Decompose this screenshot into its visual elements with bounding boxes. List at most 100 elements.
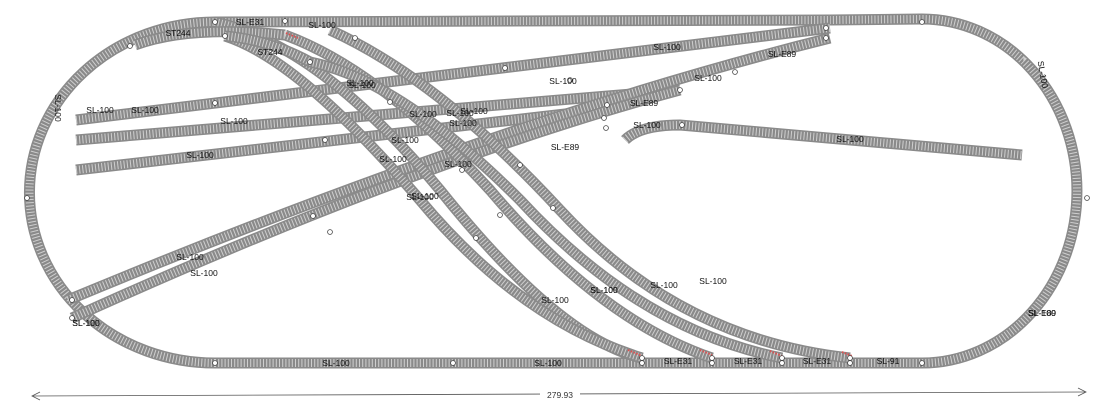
piece-label: SL-100 <box>348 80 376 90</box>
piece-label: SL-100 <box>308 20 336 30</box>
rail-joiner <box>222 33 228 39</box>
turnout-frogs <box>285 32 853 357</box>
piece-label: SL-100 <box>534 358 562 368</box>
rail-joiner <box>847 360 853 366</box>
turnout-frog <box>627 349 643 357</box>
piece-label: SL-100 <box>836 134 864 144</box>
piece-label: SL-100 <box>72 318 100 328</box>
piece-label: SL-E89 <box>768 49 797 59</box>
piece-label: SL-100 <box>131 105 159 115</box>
rail-joiner <box>677 87 683 93</box>
piece-label: SL-100 <box>322 358 350 368</box>
track-piece <box>224 30 313 67</box>
rail-joiner <box>604 102 610 108</box>
piece-label: SL-100 <box>444 159 472 169</box>
piece-label: SL-100 <box>391 135 419 145</box>
piece-label: SL-100 <box>694 73 722 83</box>
piece-label: SL-100 <box>86 105 114 115</box>
piece-label: SL-100 <box>190 268 218 278</box>
piece-label: SL-100 <box>699 276 727 286</box>
piece-label: SL-E89 <box>630 98 659 108</box>
track-piece <box>283 29 714 364</box>
piece-label: SL-E89 <box>1028 308 1057 318</box>
track-piece <box>308 56 784 364</box>
piece-label: SL-E31 <box>734 356 763 366</box>
track-piece <box>621 119 1023 161</box>
piece-label: SL-100 <box>53 94 63 122</box>
rail-joiners <box>24 18 1090 366</box>
rail-joiner <box>127 43 133 49</box>
piece-label: SL-100 <box>446 108 474 118</box>
piece-label: SL-100 <box>379 154 407 164</box>
turnout-frog <box>699 349 713 356</box>
piece-label: ST244 <box>257 47 282 57</box>
dimension-arrow-left <box>31 391 41 401</box>
rail-joiner <box>517 162 523 168</box>
piece-label: SL-100 <box>220 116 248 126</box>
track-piece <box>215 13 1083 369</box>
rail-joiner <box>779 355 785 361</box>
rail-joiner <box>282 18 288 24</box>
rail-joiner <box>497 212 503 218</box>
piece-label: SL-100 <box>411 191 439 201</box>
rail-joiner <box>779 360 785 366</box>
rail-joiner <box>823 35 829 41</box>
piece-label: SL-91 <box>877 356 900 366</box>
dimension-marker: 279.93 <box>31 387 1087 401</box>
piece-label: SL-100 <box>653 42 681 52</box>
rail-joiner <box>450 360 456 366</box>
dimension-arrow-right <box>1077 387 1087 397</box>
rail-joiner <box>327 229 333 235</box>
piece-label: SL-100 <box>406 192 434 202</box>
piece-label: SL-100 <box>1036 60 1051 89</box>
rail-joiner <box>459 167 465 173</box>
turnout-frog <box>285 32 299 39</box>
rail-joiner <box>732 69 738 75</box>
piece-label: SL-100 <box>186 150 214 160</box>
piece-label: SL-100 <box>72 318 100 328</box>
rail-joiner <box>307 59 313 65</box>
piece-label: SL-100 <box>549 76 577 86</box>
piece-label: SL-100 <box>590 285 618 295</box>
rail-joiner <box>212 360 218 366</box>
rail-joiner <box>603 125 609 131</box>
track-piece <box>75 22 831 126</box>
rail-joiner <box>919 360 925 366</box>
rail-joiner <box>212 19 218 25</box>
piece-label: SL-E31 <box>803 356 832 366</box>
piece-label: SL-E89 <box>551 142 580 152</box>
piece-label: SL-100 <box>460 106 488 116</box>
track-piece <box>65 32 832 306</box>
rail-joiner <box>567 77 573 83</box>
rail-joiner <box>823 25 829 31</box>
rail-joiner <box>387 99 393 105</box>
rail-joiner <box>847 355 853 361</box>
piece-label: SL-100 <box>176 252 204 262</box>
track-piece <box>75 104 601 176</box>
rail-joiner <box>639 355 645 361</box>
rail-joiner <box>639 360 645 366</box>
rail-joiner <box>601 115 607 121</box>
rail-joiner <box>69 297 75 303</box>
piece-label: ST244 <box>165 28 190 38</box>
rail-joiner <box>473 235 479 241</box>
turnout-frog <box>769 350 783 357</box>
rail-joiner <box>352 35 358 41</box>
dimension-value: 279.93 <box>547 390 573 400</box>
rail-joiner <box>709 355 715 361</box>
piece-label: SL-100 <box>449 118 477 128</box>
piece-label: SL-100 <box>590 285 618 295</box>
track-piece <box>223 30 644 364</box>
rail-joiner <box>69 315 75 321</box>
rail-joiner <box>709 360 715 366</box>
piece-label: SL-100 <box>409 109 437 119</box>
rail-joiner <box>679 122 685 128</box>
track-piece <box>133 26 286 51</box>
track-pieces <box>23 13 1083 369</box>
piece-label: SL-E31 <box>664 356 693 366</box>
piece-label: SL-100 <box>346 78 374 88</box>
rail-joiner <box>919 19 925 25</box>
rail-joiner <box>502 65 508 71</box>
